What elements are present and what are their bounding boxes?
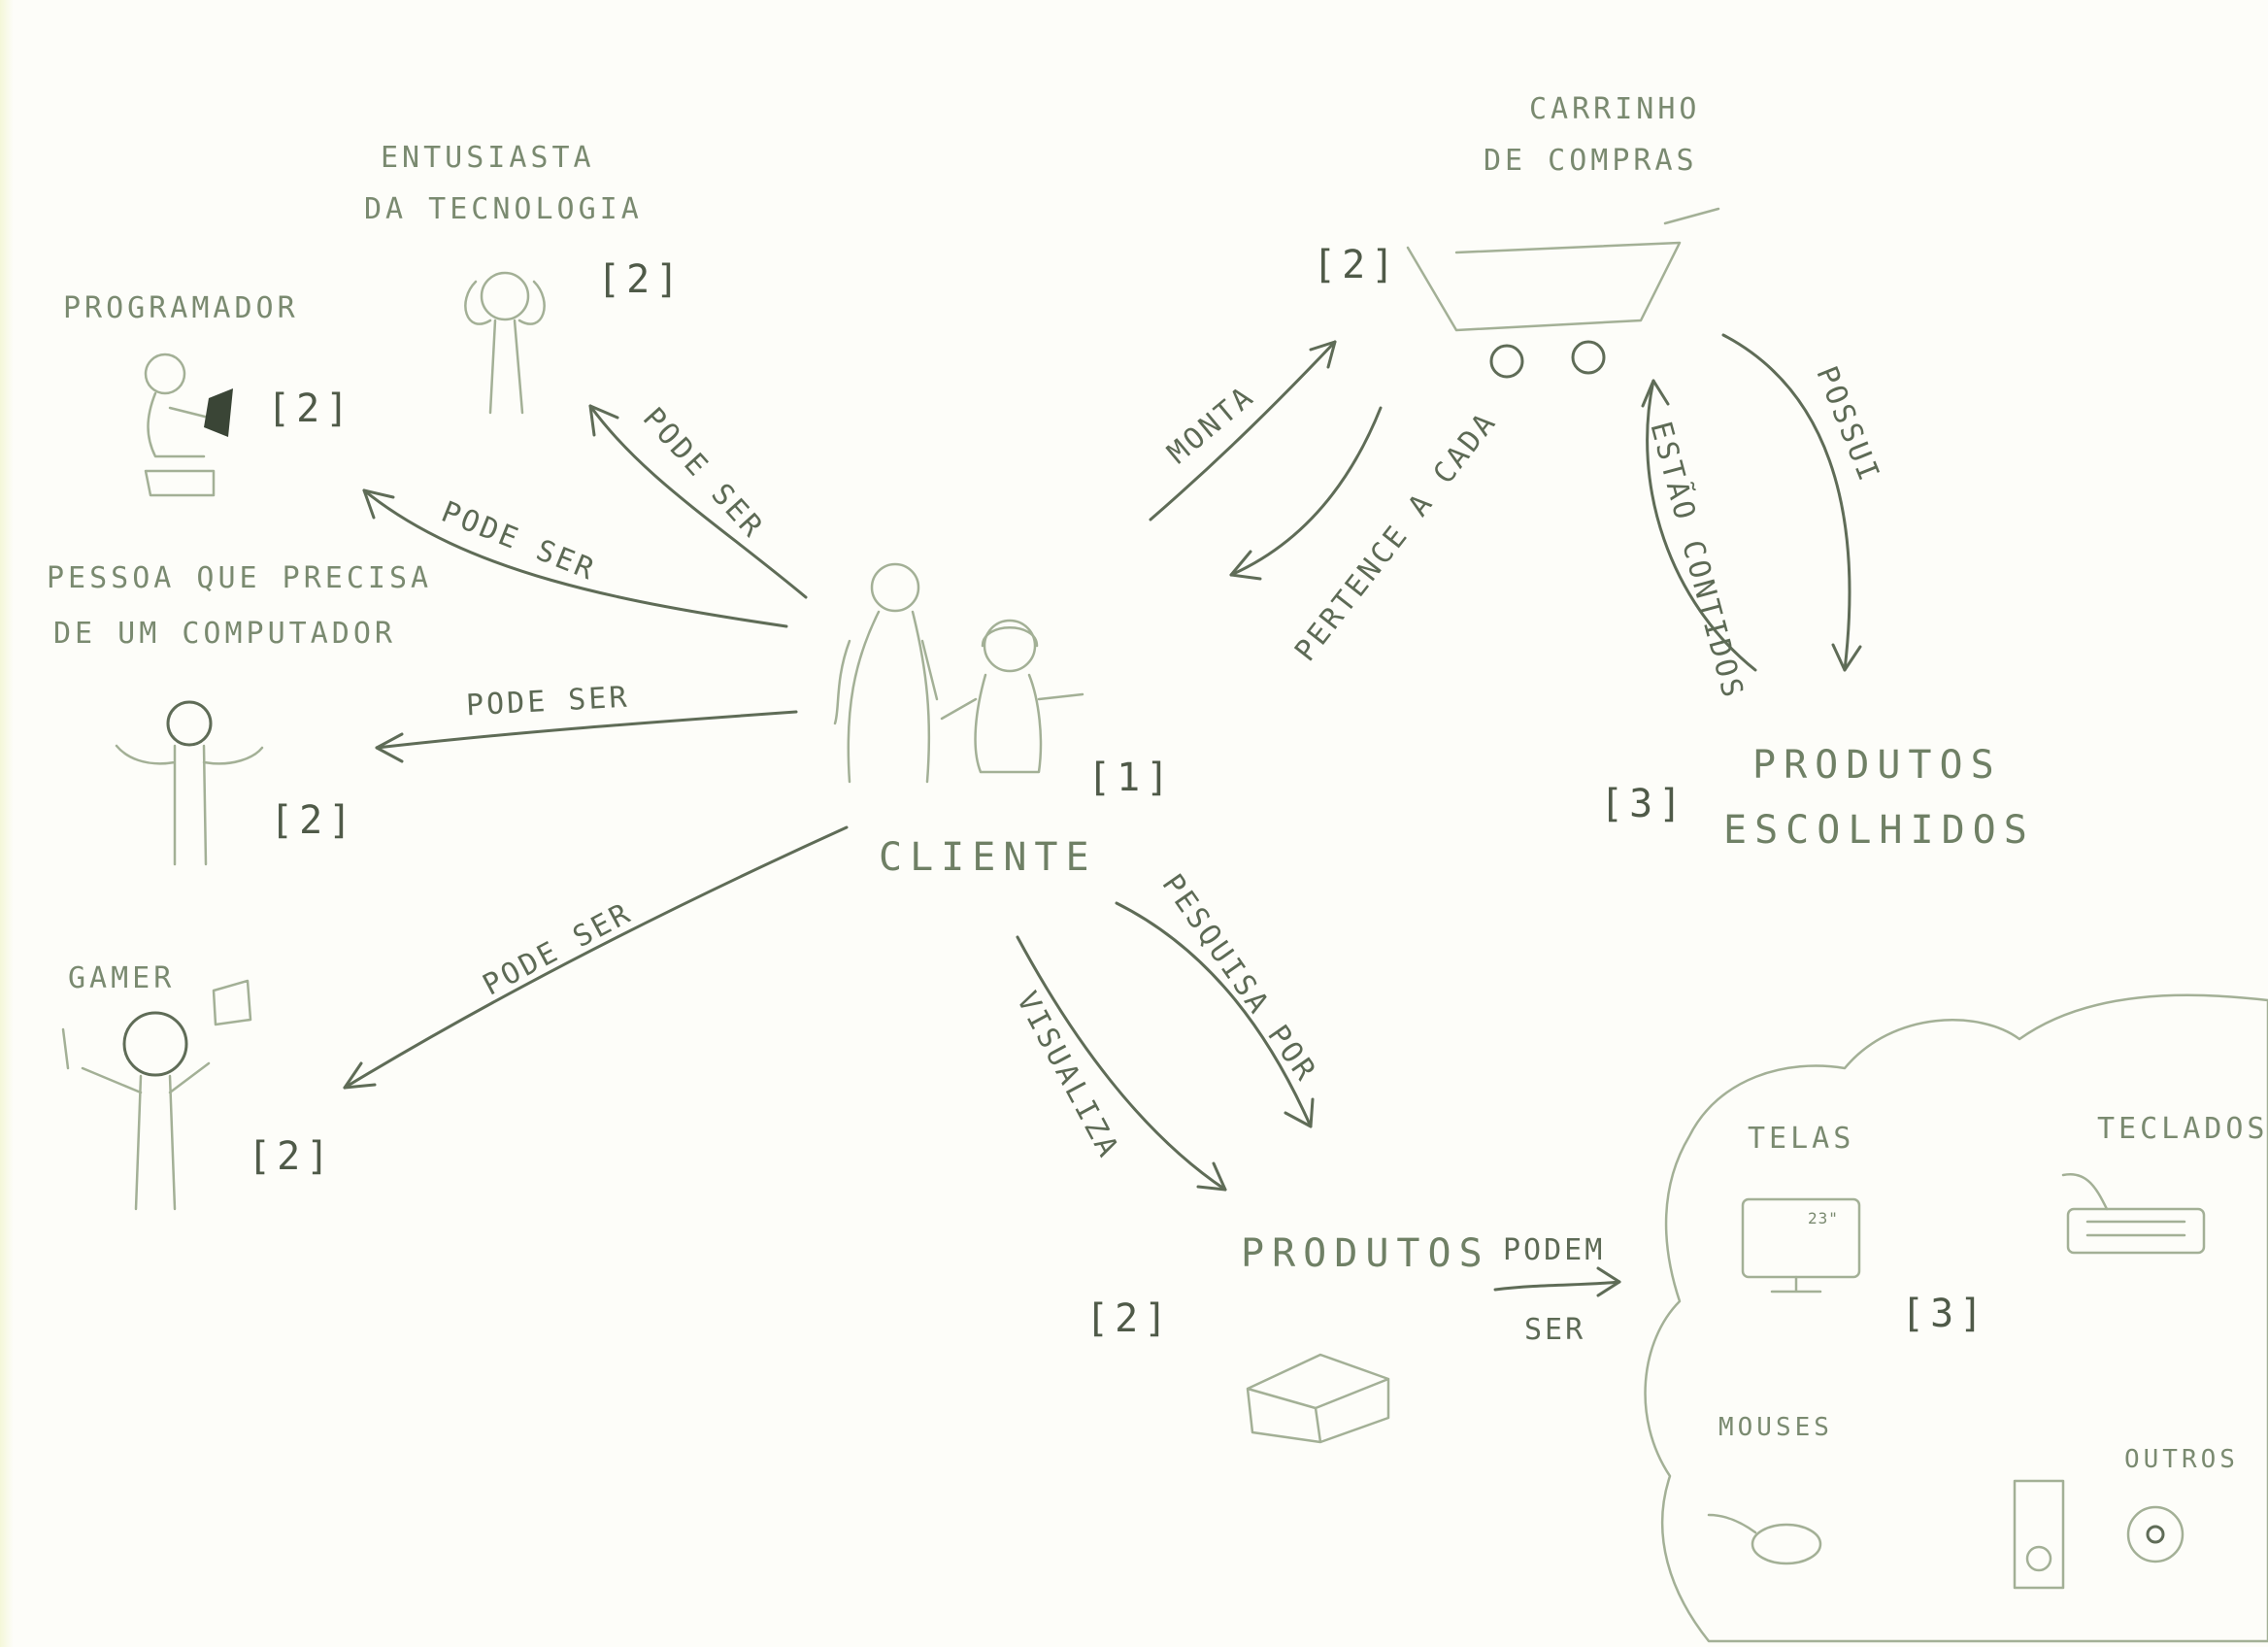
pessoa-label-line2: DE UM COMPUTADOR [53,617,396,651]
categoria-mouses: MOUSES [1718,1413,1833,1442]
arrow-podem-ser [1493,1266,1621,1297]
gamer-tag: [2] [248,1134,336,1179]
cliente-tag: [1] [1087,756,1176,800]
categoria-outros: OUTROS [2124,1445,2239,1474]
arrow-visualiza [1016,935,1227,1192]
programador-figure [144,353,233,497]
edge-label-podem: PODEM [1503,1233,1606,1267]
mouse-drawing [1707,1513,1822,1565]
arrow-to-entusiasta [588,404,808,599]
categorias-tag: [3] [1901,1292,1989,1336]
arrow-pertence [1229,406,1383,581]
carrinho-label-line1: CARRINHO [1529,92,1701,126]
arrow-to-pessoa [375,710,798,763]
categoria-telas: TELAS [1748,1122,1855,1156]
arrow-to-gamer [343,825,849,1090]
arrow-estao-contidos [1641,379,1757,672]
arrow-pesquisa [1115,901,1315,1128]
produtos-escolhidos-tag: [3] [1600,782,1688,826]
pessoa-figure [115,700,264,866]
programador-tag: [2] [267,387,355,431]
keyboard-drawing [2061,1172,2206,1255]
carrinho-tag: [2] [1313,243,1401,287]
pessoa-tag: [2] [270,798,358,843]
cliente-label: CLIENTE [879,835,1097,880]
edge-label-ser: SER [1524,1313,1586,1347]
gamer-figure [61,979,252,1211]
gamer-label: GAMER [68,961,176,995]
programador-label: PROGRAMADOR [63,291,299,325]
cliente-figures [833,562,1084,784]
produtos-tag: [2] [1085,1296,1174,1341]
pc-case-drawing [2013,1479,2185,1590]
arrow-monta [1149,340,1337,521]
carrinho-label-line2: DE COMPRAS [1484,144,1698,178]
product-box-drawing [1246,1353,1390,1444]
arrow-to-programador [362,488,788,628]
produtos-escolhidos-label-line2: ESCOLHIDOS [1723,808,2035,853]
entusiasta-figure [464,271,546,415]
arrow-possui [1721,333,1862,672]
entusiasta-label-line2: DA TECNOLOGIA [364,192,643,226]
categoria-teclados: TECLADOS [2097,1112,2268,1146]
entusiasta-label-line1: ENTUSIASTA [381,141,595,175]
entusiasta-tag: [2] [597,257,685,302]
pessoa-label-line1: PESSOA QUE PRECISA [47,561,433,595]
produtos-label: PRODUTOS [1241,1231,1490,1276]
cart-drawing [1406,207,1720,379]
tela-screen-text: 23" [1808,1209,1839,1227]
produtos-escolhidos-label-line1: PRODUTOS [1752,743,2002,788]
monitor-drawing [1741,1197,1861,1294]
